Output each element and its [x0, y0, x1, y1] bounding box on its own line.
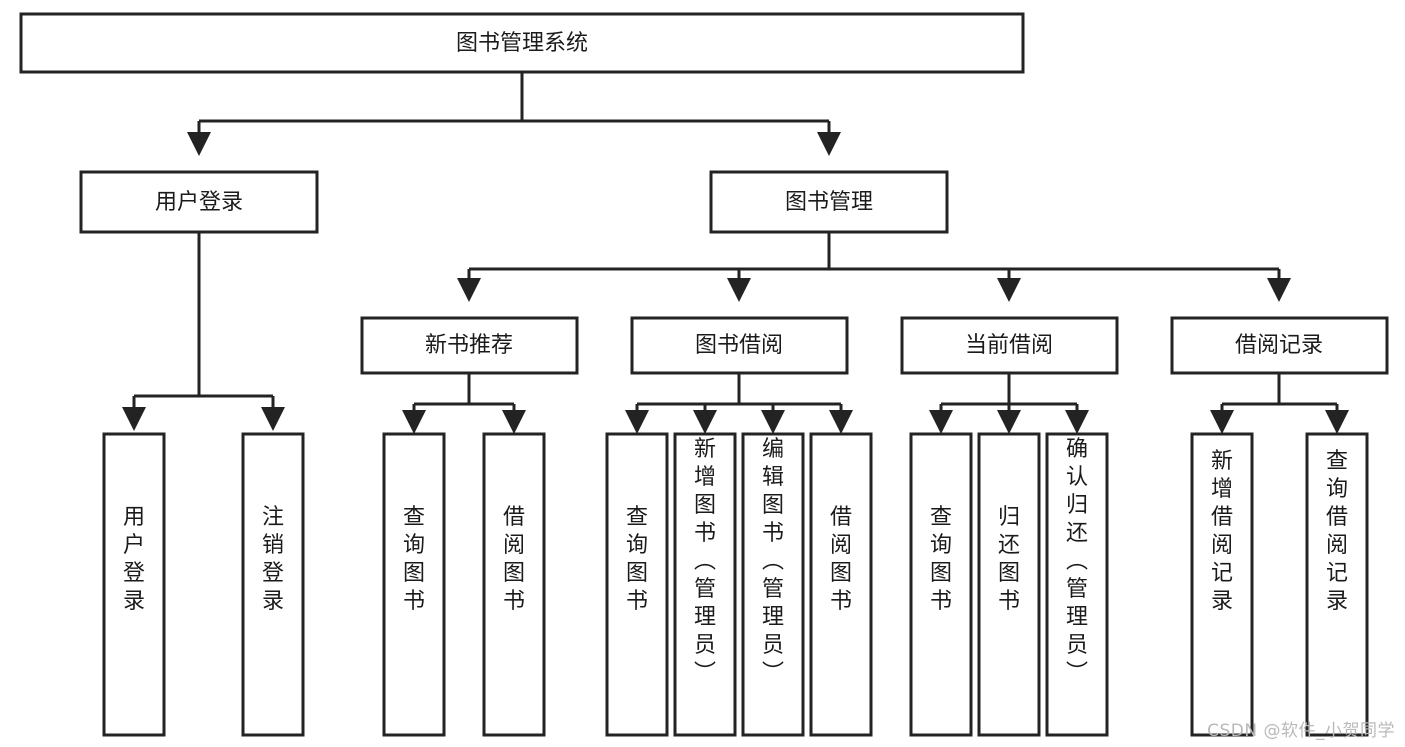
leaf-add-book-box[interactable]	[673, 432, 737, 737]
leaf-logout-login[interactable]: 注销登录	[241, 432, 305, 737]
node-borrow-record[interactable]: 借阅记录	[1170, 316, 1389, 375]
leaf-confirm-return-box[interactable]	[1045, 432, 1109, 737]
node-new-book-recommend-box[interactable]	[360, 316, 579, 375]
node-book-borrow-label: 图书借阅	[695, 333, 783, 358]
node-current-borrow-label: 当前借阅	[965, 333, 1053, 358]
leaf-query-record-label: 查询借阅记录	[1326, 449, 1348, 614]
leaf-query-record[interactable]: 查询借阅记录	[1305, 432, 1369, 737]
leaf-query-book-3-box[interactable]	[909, 432, 973, 737]
leaf-borrow-book-2-label: 借阅图书	[830, 505, 852, 614]
leaf-return-book-label: 归还图书	[998, 505, 1020, 614]
leaf-confirm-return-label: 确认归还︵管理员︶	[1066, 437, 1088, 686]
leaf-borrow-book-1-box[interactable]	[482, 432, 546, 737]
leaf-borrow-book-2-box[interactable]	[809, 432, 873, 737]
node-user-login-label: 用户登录	[155, 190, 243, 215]
leaf-query-book-1-label: 查询图书	[403, 505, 425, 614]
node-book-manage[interactable]: 图书管理	[709, 170, 949, 234]
leaf-query-book-1-box[interactable]	[382, 432, 446, 737]
node-current-borrow[interactable]: 当前借阅	[900, 316, 1119, 375]
node-book-borrow-box[interactable]	[630, 316, 849, 375]
node-root-label: 图书管理系统	[456, 31, 588, 56]
node-current-borrow-box[interactable]	[900, 316, 1119, 375]
leaf-edit-book-box[interactable]	[741, 432, 805, 737]
node-book-manage-box[interactable]	[709, 170, 949, 234]
node-new-book-recommend-label: 新书推荐	[425, 333, 513, 358]
leaf-return-book-box[interactable]	[977, 432, 1041, 737]
leaf-borrow-book-1[interactable]: 借阅图书	[482, 432, 546, 737]
node-book-borrow[interactable]: 图书借阅	[630, 316, 849, 375]
node-borrow-record-box[interactable]	[1170, 316, 1389, 375]
leaf-borrow-book-1-label: 借阅图书	[503, 505, 525, 614]
leaf-query-book-3[interactable]: 查询图书	[909, 432, 973, 737]
leaf-return-book[interactable]: 归还图书	[977, 432, 1041, 737]
node-root-box[interactable]	[19, 12, 1025, 74]
node-book-manage-label: 图书管理	[785, 190, 873, 215]
leaf-edit-book-label: 编辑图书︵管理员︶	[762, 437, 784, 686]
leaf-add-book[interactable]: 新增图书︵管理员︶	[673, 432, 737, 737]
leaf-confirm-return[interactable]: 确认归还︵管理员︶	[1045, 432, 1109, 737]
node-borrow-record-label: 借阅记录	[1235, 333, 1323, 358]
leaf-edit-book[interactable]: 编辑图书︵管理员︶	[741, 432, 805, 737]
leaf-logout-login-box[interactable]	[241, 432, 305, 737]
leaf-add-record-box[interactable]	[1190, 432, 1254, 737]
leaf-query-book-3-label: 查询图书	[930, 505, 952, 614]
leaf-add-book-label: 新增图书︵管理员︶	[694, 437, 716, 686]
leaf-query-record-box[interactable]	[1305, 432, 1369, 737]
leaf-borrow-book-2[interactable]: 借阅图书	[809, 432, 873, 737]
leaf-add-record-label: 新增借阅记录	[1211, 449, 1233, 614]
node-new-book-recommend[interactable]: 新书推荐	[360, 316, 579, 375]
leaf-query-book-2-box[interactable]	[605, 432, 669, 737]
leaf-user-login[interactable]: 用户登录	[102, 432, 166, 737]
node-root[interactable]: 图书管理系统	[19, 12, 1025, 74]
leaf-query-book-2[interactable]: 查询图书	[605, 432, 669, 737]
leaf-add-record[interactable]: 新增借阅记录	[1190, 432, 1254, 737]
node-user-login[interactable]: 用户登录	[79, 170, 319, 234]
leaf-query-book-1[interactable]: 查询图书	[382, 432, 446, 737]
leaf-query-book-2-label: 查询图书	[626, 505, 648, 614]
leaf-user-login-label: 用户登录	[123, 505, 145, 614]
leaf-logout-login-label: 注销登录	[262, 505, 284, 614]
leaf-user-login-box[interactable]	[102, 432, 166, 737]
